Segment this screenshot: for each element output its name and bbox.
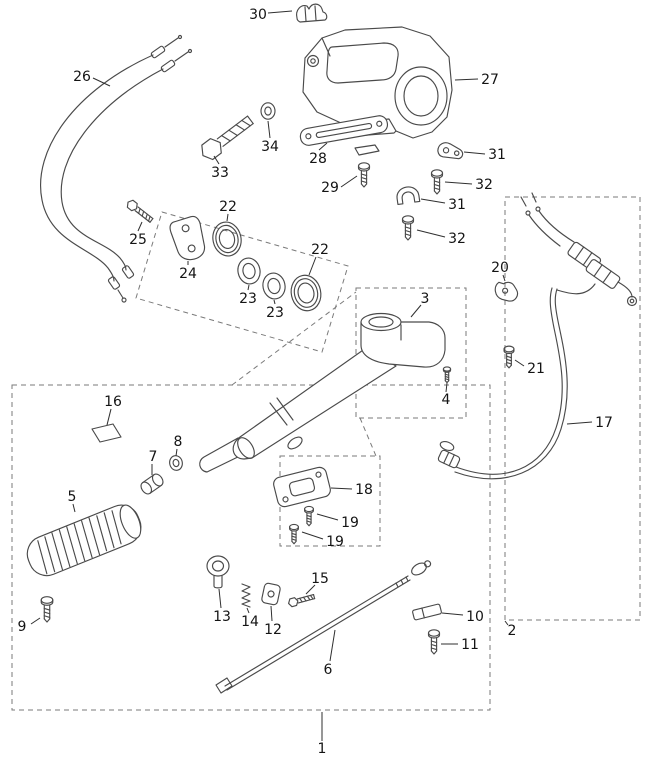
part-6-shift-rod	[216, 558, 433, 693]
part-21-screw	[503, 345, 515, 369]
callout-3: 3	[421, 291, 430, 307]
diagram-line-art	[22, 4, 637, 693]
callout-31-b: 31	[448, 197, 466, 213]
callout-19-a: 19	[341, 515, 359, 531]
callout-33: 33	[211, 165, 229, 181]
group-box-seals	[136, 212, 348, 352]
part-13-grommet	[207, 556, 229, 588]
part-24-retainer-plate	[168, 215, 208, 263]
part-3-tiller-arm	[200, 314, 445, 473]
callout-32-b: 32	[448, 231, 466, 247]
callout-32-a: 32	[475, 177, 493, 193]
part-wire-harness	[521, 193, 637, 306]
part-30-cable-clamp	[297, 4, 327, 22]
part-22-seal-b	[287, 271, 325, 315]
part-18-bracket	[272, 466, 332, 508]
part-8-washer	[167, 453, 185, 473]
callout-20: 20	[491, 260, 509, 276]
callout-30: 30	[249, 7, 267, 23]
part-32-screw-b	[401, 215, 415, 241]
part-33-bolt	[196, 111, 257, 164]
part-28-tab	[355, 145, 379, 155]
part-11-screw	[427, 629, 441, 655]
callout-29: 29	[321, 180, 339, 196]
callout-22-a: 22	[219, 199, 237, 215]
callout-5: 5	[68, 489, 77, 505]
callout-7: 7	[149, 449, 158, 465]
callout-17: 17	[595, 415, 613, 431]
part-17-cable	[437, 288, 567, 479]
callout-21: 21	[527, 361, 545, 377]
callout-labels: 30 26 27 34 28 33 29 31 32 31 32 25 22 2…	[18, 7, 613, 757]
callout-24: 24	[179, 266, 197, 282]
callout-11: 11	[461, 637, 479, 653]
part-16-pad	[92, 424, 121, 442]
part-31-clamp-a	[437, 141, 464, 160]
callout-19-b: 19	[326, 534, 344, 550]
callout-14: 14	[241, 614, 259, 630]
callout-12: 12	[264, 622, 282, 638]
part-26-cables	[41, 36, 192, 303]
part-14-spring	[242, 584, 250, 607]
callout-15: 15	[311, 571, 329, 587]
callout-16: 16	[104, 394, 122, 410]
assembly-group-boxes	[12, 197, 640, 710]
part-5-grip	[22, 500, 146, 581]
callout-1: 1	[318, 741, 327, 757]
part-29-screw	[357, 162, 371, 188]
part-28-bracket	[299, 114, 389, 146]
callout-13: 13	[213, 609, 231, 625]
callout-6: 6	[324, 662, 333, 678]
part-7-bushing	[139, 472, 165, 496]
part-34-washer	[260, 102, 276, 120]
part-20-clamp	[493, 277, 520, 305]
part-9-screw	[40, 596, 54, 623]
callout-26: 26	[73, 69, 91, 85]
callout-34: 34	[261, 139, 279, 155]
callout-9: 9	[18, 619, 27, 635]
callout-4: 4	[442, 392, 451, 408]
part-25-screw	[124, 198, 155, 225]
callout-25: 25	[129, 232, 147, 248]
group-box-3	[356, 288, 466, 418]
callout-31-a: 31	[488, 147, 506, 163]
part-23-washer-b	[259, 270, 289, 302]
leader-lines	[31, 11, 592, 741]
callout-22-b: 22	[311, 242, 329, 258]
part-32-screw-a	[430, 169, 444, 195]
group-box-2	[505, 197, 640, 620]
part-19-screw-b	[289, 523, 299, 545]
callout-10: 10	[466, 609, 484, 625]
callout-8: 8	[174, 434, 183, 450]
part-12-block	[261, 583, 281, 606]
part-10-plate	[412, 604, 442, 620]
part-19-screw-a	[304, 505, 314, 527]
part-27-steering-bracket	[303, 27, 452, 138]
callout-2: 2	[508, 623, 517, 639]
callout-28: 28	[309, 151, 327, 167]
callout-18: 18	[355, 482, 373, 498]
callout-27: 27	[481, 72, 499, 88]
part-15-bolt	[287, 592, 316, 608]
group-box-1	[12, 385, 490, 710]
callout-23-a: 23	[239, 291, 257, 307]
part-4-bolt	[443, 366, 451, 384]
callout-23-b: 23	[266, 305, 284, 321]
part-22-seal-a	[209, 218, 245, 260]
part-23-washer-a	[234, 255, 264, 287]
part-31-clamp-b	[396, 186, 420, 205]
